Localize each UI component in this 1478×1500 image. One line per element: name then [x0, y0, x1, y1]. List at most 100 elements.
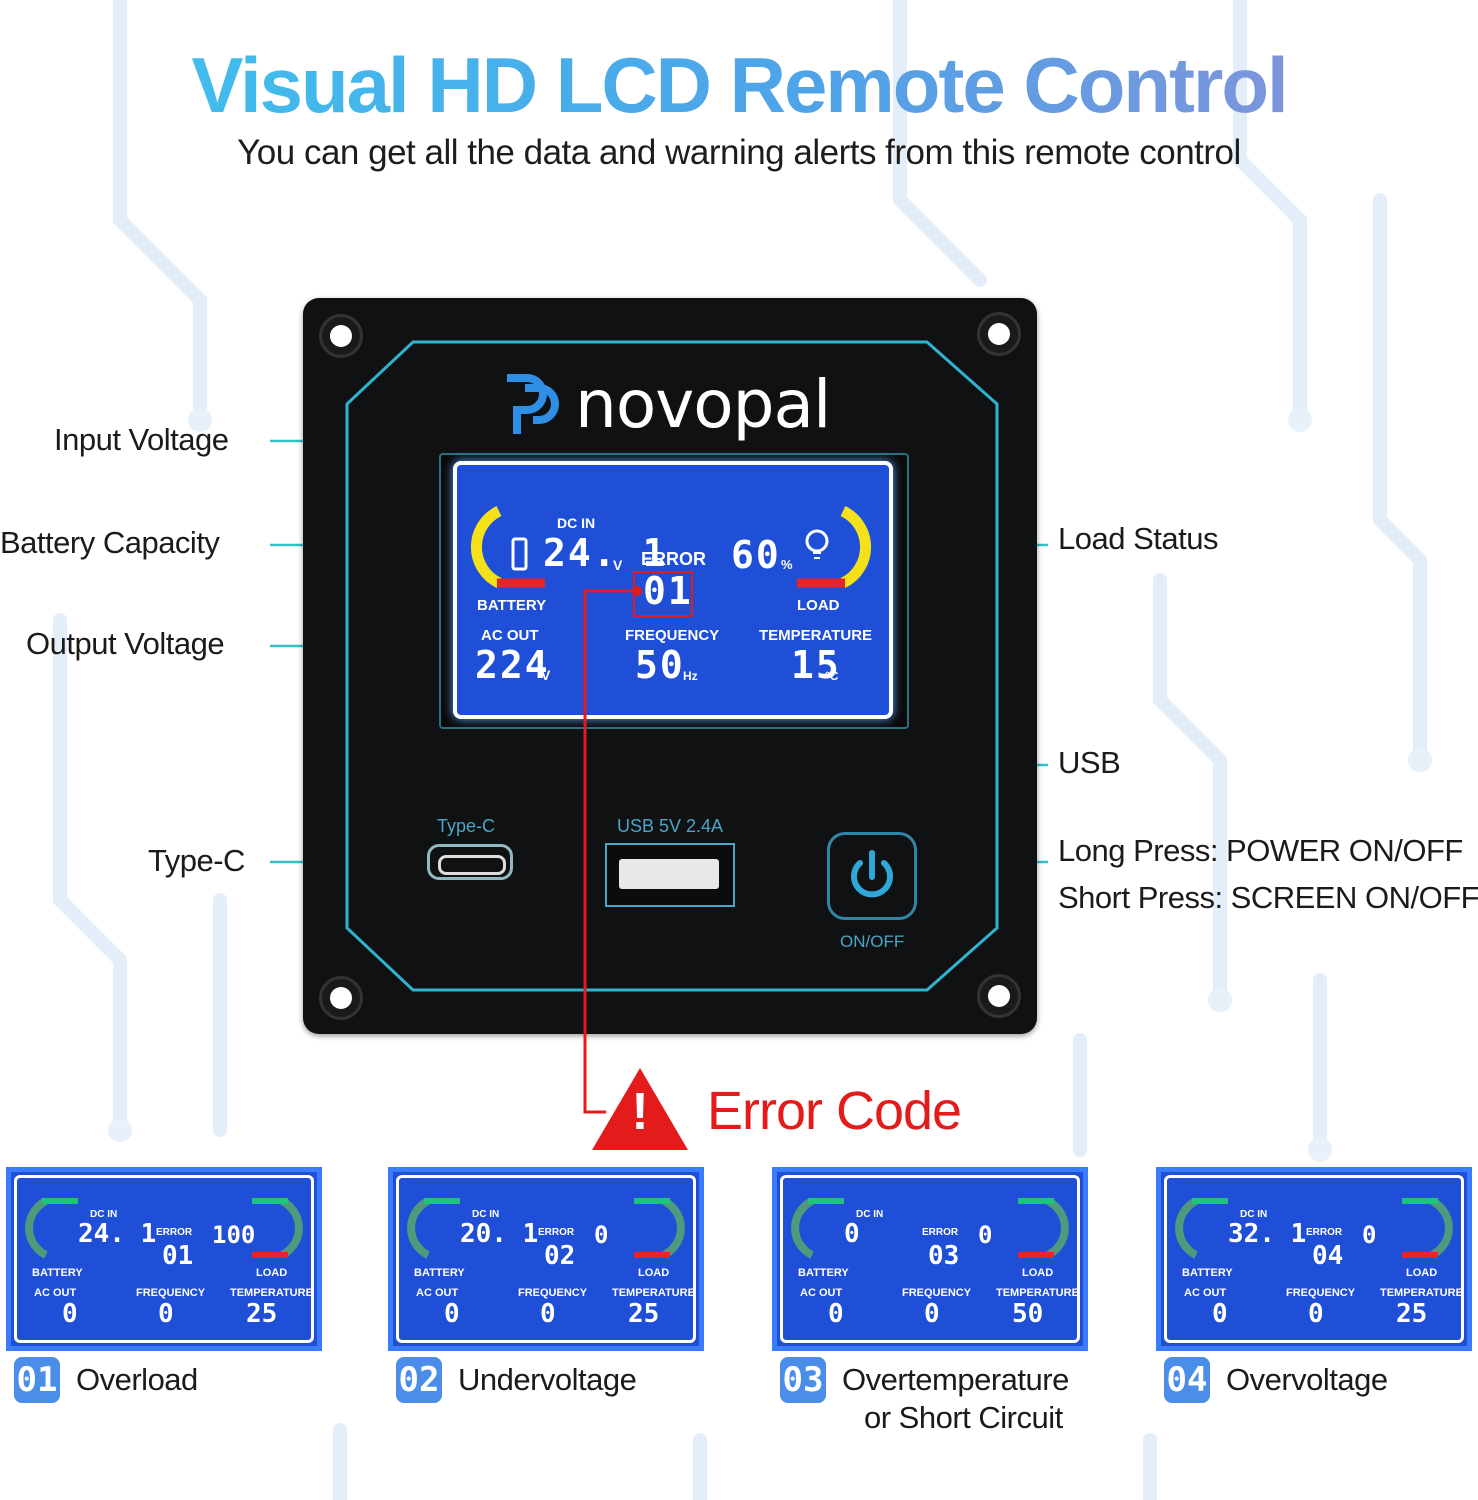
mini-frequency-value: 0	[540, 1299, 556, 1329]
mini-battery-label: BATTERY	[798, 1267, 849, 1279]
mini-ac-out-label: AC OUT	[416, 1287, 459, 1299]
mini-temperature-value: 50	[1012, 1299, 1044, 1329]
mini-load-label: LOAD	[1022, 1267, 1054, 1279]
page-subtitle: You can get all the data and warning ale…	[237, 133, 1241, 172]
error-badge: 03	[780, 1357, 826, 1403]
mini-temperature-value: 25	[628, 1299, 660, 1329]
mini-battery-label: BATTERY	[414, 1267, 465, 1279]
mini-error-label: ERROR	[1306, 1227, 1343, 1238]
lcd-screen: DC IN 24. 1 V ERROR 01 60 % BATTERY LOAD…	[453, 461, 893, 719]
mini-load-label: LOAD	[256, 1267, 288, 1279]
mini-ac-out-value: 0	[828, 1299, 844, 1329]
mini-frequency-label: FREQUENCY	[518, 1287, 588, 1299]
mini-error-label: ERROR	[922, 1227, 959, 1238]
power-button-label: ON/OFF	[840, 932, 905, 951]
error-lcd-01: DC IN 24. 1 01 ERROR 100 BATTERY LOAD AC…	[6, 1167, 322, 1351]
mini-ac-out-label: AC OUT	[800, 1287, 843, 1299]
lcd-temperature-value: 15	[791, 643, 841, 687]
error-lcd-02: DC IN 20. 1 02 ERROR 0 BATTERY LOAD AC O…	[388, 1167, 704, 1351]
lcd-load-unit: %	[781, 557, 793, 572]
mini-dc-in-label: DC IN	[90, 1209, 118, 1220]
error-label: Overvoltage	[1226, 1362, 1388, 1397]
screw-top-right	[977, 312, 1021, 356]
mini-ac-out-value: 0	[62, 1299, 78, 1329]
page-title: Visual HD LCD Remote Control	[0, 40, 1478, 131]
mini-battery-label: BATTERY	[1182, 1267, 1233, 1279]
warning-icon: !	[631, 1083, 649, 1141]
error-lcd-gauges	[791, 1197, 1069, 1259]
mini-error-value: 02	[544, 1241, 576, 1271]
callout-type-c: Type-C	[148, 843, 245, 878]
mini-ac-out-value: 0	[1212, 1299, 1228, 1329]
mini-dc-in-label: DC IN	[472, 1209, 500, 1220]
mini-load-label: LOAD	[638, 1267, 670, 1279]
callout-long-press: Long Press: POWER ON/OFF	[1058, 833, 1463, 868]
mini-dc-in-value: 0	[844, 1219, 860, 1249]
usb-label: USB 5V 2.4A	[617, 816, 724, 836]
mini-load-label: LOAD	[1406, 1267, 1438, 1279]
callout-output-voltage: Output Voltage	[26, 626, 225, 661]
mini-frequency-value: 0	[1308, 1299, 1324, 1329]
mini-frequency-label: FREQUENCY	[1286, 1287, 1356, 1299]
error-lcd-04: DC IN 32. 1 04 ERROR 0 BATTERY LOAD AC O…	[1156, 1167, 1472, 1351]
callout-battery-capacity: Battery Capacity	[0, 525, 220, 560]
power-button[interactable]	[827, 832, 917, 920]
error-badge: 01	[14, 1357, 60, 1403]
usb-port[interactable]	[605, 843, 735, 907]
screw-bottom-left	[319, 976, 363, 1020]
mini-error-value: 01	[162, 1241, 194, 1271]
screw-top-left	[319, 314, 363, 358]
mini-load-value: 0	[594, 1221, 609, 1249]
lcd-dc-in-unit: V	[613, 557, 623, 573]
screw-bottom-right	[977, 974, 1021, 1018]
lcd-ac-out-value: 224	[475, 643, 550, 687]
lcd-battery-label: BATTERY	[477, 597, 547, 614]
error-lcd-gauges	[25, 1197, 303, 1259]
mini-frequency-value: 0	[158, 1299, 174, 1329]
mini-load-value: 0	[978, 1221, 993, 1249]
mini-error-label: ERROR	[156, 1227, 193, 1238]
callout-load-status: Load Status	[1058, 521, 1218, 556]
remote-control-panel: novopal DC IN 24. 1 V ERROR 01 60 % BATT…	[303, 298, 1037, 1034]
error-lcd-03: DC IN 0 03 ERROR 0 BATTERY LOAD AC OUT F…	[772, 1167, 1088, 1351]
lcd-dc-in-value: 24. 1	[543, 531, 668, 575]
lcd-temperature-unit: °C	[825, 669, 839, 683]
mini-dc-in-value: 32. 1	[1228, 1219, 1307, 1249]
mini-temperature-value: 25	[1396, 1299, 1428, 1329]
callout-usb: USB	[1058, 745, 1121, 780]
mini-error-value: 04	[1312, 1241, 1344, 1271]
mini-temperature-value: 25	[246, 1299, 278, 1329]
mini-load-value: 0	[1362, 1221, 1377, 1249]
panel-bezel	[345, 340, 999, 992]
mini-load-value: 100	[212, 1221, 256, 1249]
lcd-error-label: ERROR	[641, 549, 707, 569]
error-badge: 04	[1164, 1357, 1210, 1403]
mini-ac-out-label: AC OUT	[34, 1287, 77, 1299]
error-lcd-gauges	[407, 1197, 685, 1259]
mini-dc-in-value: 24. 1	[78, 1219, 157, 1249]
error-label-line2: or Short Circuit	[864, 1400, 1063, 1435]
power-icon	[851, 850, 893, 898]
mini-temperature-label: TEMPERATURE	[230, 1287, 313, 1299]
mini-temperature-label: TEMPERATURE	[996, 1287, 1079, 1299]
callout-input-voltage: Input Voltage	[54, 422, 229, 457]
lcd-load-label: LOAD	[797, 597, 840, 614]
error-label: Overtemperature	[842, 1362, 1069, 1397]
lcd-gauges	[471, 506, 871, 588]
lcd-ac-out-label: AC OUT	[481, 627, 539, 644]
novopal-logo-icon	[507, 374, 559, 434]
type-c-port[interactable]	[427, 844, 513, 880]
brand-logo-text: novopal	[575, 366, 831, 443]
lcd-ac-out-unit: V	[541, 667, 551, 683]
mini-error-label: ERROR	[538, 1227, 575, 1238]
error-label: Undervoltage	[458, 1362, 637, 1397]
mini-ac-out-label: AC OUT	[1184, 1287, 1227, 1299]
mini-ac-out-value: 0	[444, 1299, 460, 1329]
lcd-error-value: 01	[643, 569, 693, 613]
lcd-frequency-value: 50	[635, 643, 685, 687]
mini-temperature-label: TEMPERATURE	[612, 1287, 695, 1299]
mini-dc-in-label: DC IN	[1240, 1209, 1268, 1220]
type-c-label: Type-C	[437, 816, 496, 836]
